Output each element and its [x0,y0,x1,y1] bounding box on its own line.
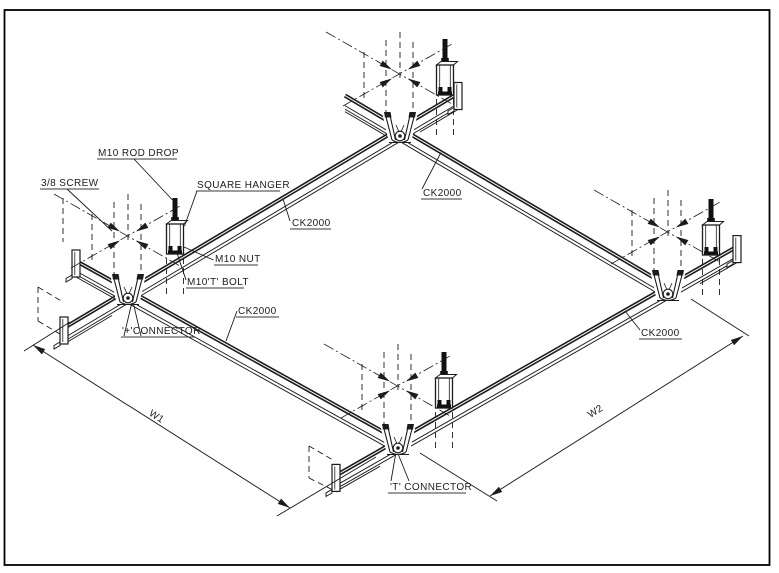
label-ck2000-upper-right: CK2000 [421,152,462,200]
label-3-8-screw: 3/8 SCREW [40,178,113,232]
cross-connector-pocket-top [381,111,419,144]
svg-text:M10 ROD DROP: M10 ROD DROP [98,148,179,159]
label-ck2000-upper-left: CK2000 [282,198,331,230]
junction-screws-right [594,190,720,270]
drawing-border [3,9,771,566]
svg-text:M10'T' BOLT: M10'T' BOLT [187,277,249,288]
plus-connector-pocket [109,273,147,306]
rail-end-cap [65,249,81,283]
label-m10-nut: M10 NUT [183,246,261,266]
dim-text-w2: W2 [586,403,605,421]
square-hanger-bottom [434,351,458,409]
t-connector-pocket-bottom [379,423,417,456]
svg-text:CK2000: CK2000 [641,328,680,339]
rail-end-cap [53,316,69,350]
dimension-w1: W1 [23,321,377,517]
junction-screws-top [326,32,452,112]
square-hanger-right [701,198,725,256]
svg-text:CK2000: CK2000 [423,188,462,199]
svg-text:SQUARE HANGER: SQUARE HANGER [197,180,290,191]
label-square-hanger: SQUARE HANGER [184,180,290,227]
square-hanger-left [165,197,189,255]
svg-text:M10 NUT: M10 NUT [215,254,261,265]
label-ck2000-lower-left: CK2000 [225,306,279,342]
svg-text:CK2000: CK2000 [292,218,331,229]
label-ck2000-lower-right: CK2000 [624,310,682,340]
dim-text-w1: W1 [147,408,166,426]
svg-text:CK2000: CK2000 [238,306,277,317]
label-m10-rod-drop: M10 ROD DROP [97,148,179,201]
callouts: M10 ROD DROP 3/8 SCREW SQUARE HANGER M10… [40,148,682,494]
label-t-connector: 'T' CONNECTOR [388,454,472,494]
svg-text:'T' CONNECTOR: 'T' CONNECTOR [390,482,472,493]
label-m10-t-bolt: M10'T' BOLT [176,252,249,289]
junction-screws-bottom [324,344,450,424]
t-connector-pocket-right [649,269,687,302]
hidden-lines [37,99,720,493]
svg-text:3/8 SCREW: 3/8 SCREW [41,178,99,189]
hanger-hidden-edges [166,99,720,450]
rail-end-cap [325,463,341,497]
label-plus-connector: '+'CONNECTOR [121,303,201,338]
svg-text:'+'CONNECTOR: '+'CONNECTOR [122,326,201,337]
